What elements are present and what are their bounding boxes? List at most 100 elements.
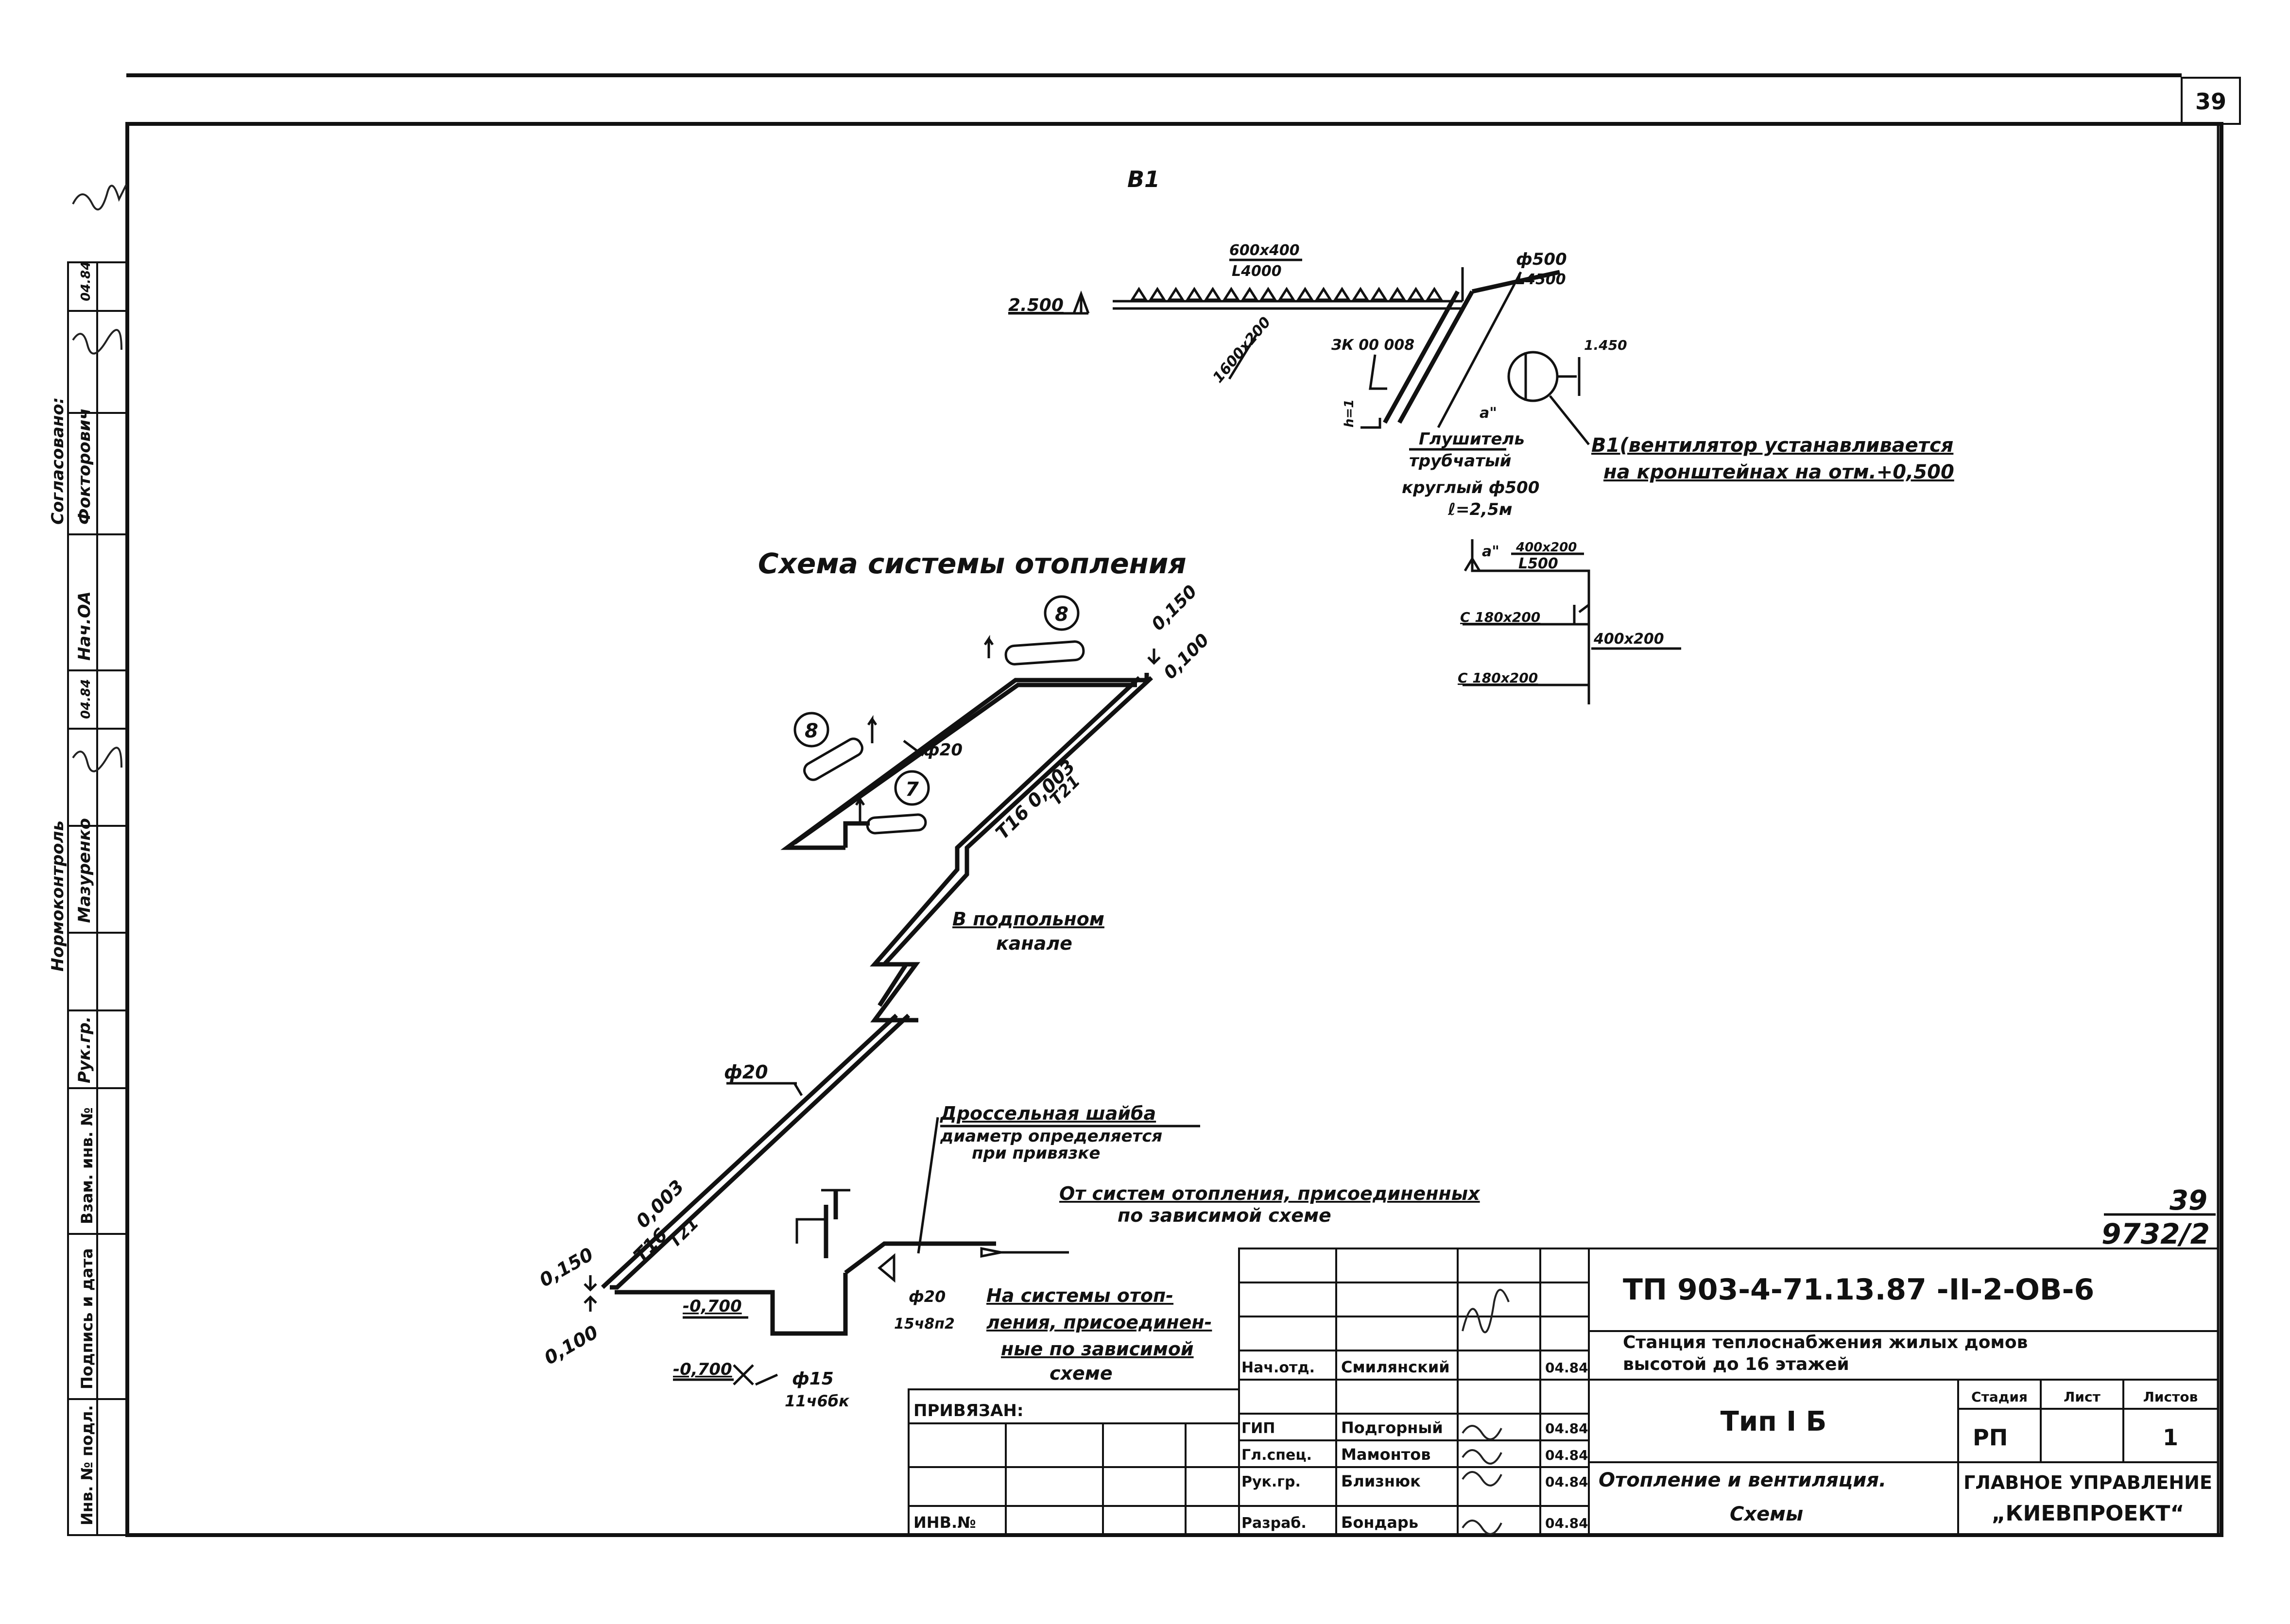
sheets-value: 1 (2163, 1424, 2178, 1451)
normcontrol-label: Нормоконтроль (48, 821, 68, 972)
valve2-code: 15ч8п2 (894, 1316, 955, 1333)
washer-line-3: при привязке (972, 1144, 1100, 1163)
riser-label-a: а" (1482, 543, 1499, 560)
org-line-1: ГЛАВНОЕ УПРАВЛЕНИЕ (1963, 1472, 2212, 1493)
grille-icon (1240, 287, 1259, 301)
grille-icon (1222, 287, 1240, 301)
field-vzam-inv: Взам. инв. № (78, 1107, 96, 1224)
radiator-3-label: 7 (905, 778, 919, 801)
staff-name: Подгорный (1341, 1419, 1443, 1437)
valve2-diameter: ф20 (909, 1287, 946, 1306)
radiator-8-top (1004, 640, 1085, 666)
org-line-2: „КИЕВПРОЕКТ“ (1992, 1501, 2185, 1526)
station-line-2: высотой до 16 этажей (1623, 1354, 1849, 1374)
vent-pipe-diameter: ф500 (1516, 250, 1567, 269)
elev-bottom-2: 0,100 (541, 1321, 602, 1369)
type-label: Тип I Б (1721, 1406, 1827, 1437)
vent-pipe-length: L4500 (1516, 271, 1566, 288)
grille-icon (1277, 287, 1296, 301)
description-1: Отопление и вентиляция. (1599, 1469, 1886, 1491)
staff-role: Рук.гр. (1241, 1473, 1301, 1490)
valve-icon (878, 1253, 895, 1283)
to-systems-3: ные по зависимой (1001, 1338, 1194, 1360)
upper-loop-b (793, 683, 1137, 845)
stamp-date-1: 04.84 (79, 261, 93, 301)
field-inv-podl: Инв. № подл. (78, 1405, 96, 1525)
upper-loop-a (780, 673, 1149, 850)
grille-icon (1130, 287, 1148, 301)
elev-700-b: -0,700 (673, 1360, 732, 1379)
from-systems-2: по зависимой схеме (1118, 1205, 1331, 1226)
fan-note-2: на кронштейнах на отм.+0,500 (1603, 461, 1954, 483)
staff-name: Бондарь (1341, 1513, 1418, 1532)
stamp-role-4: Фокторович (75, 408, 94, 525)
grille-icon (1314, 287, 1333, 301)
privyazan-label: ПРИВЯЗАН: (913, 1401, 1023, 1420)
archive-number-top: 39 (2169, 1185, 2207, 1216)
description-2: Схемы (1730, 1503, 1803, 1525)
stamp-role-2: Мазуренко (75, 818, 94, 923)
staff-role: Гл.спец. (1241, 1447, 1312, 1464)
staff-role: Разраб. (1241, 1515, 1307, 1532)
signature-razrab (1462, 1520, 1502, 1535)
stamp-role-1: Рук.гр. (75, 1016, 94, 1083)
staff-date: 04.84 (1545, 1420, 1588, 1436)
washer-line-2: диаметр определяется (940, 1127, 1162, 1146)
project-code: ТП 903-4-71.13.87 -II-2-ОВ-6 (1623, 1273, 2094, 1307)
elev-700-a: -0,700 (683, 1297, 742, 1316)
grille-icon (1296, 287, 1314, 301)
stage-value: РП (1973, 1424, 2008, 1451)
staff-name: Смилянский (1341, 1358, 1450, 1376)
field-signature-date: Подпись и дата (78, 1248, 96, 1389)
main-duct-length: L4000 (1232, 263, 1282, 280)
silencer-line-4: ℓ=2,5м (1447, 500, 1513, 519)
elevation-marker (1072, 290, 1090, 314)
silencer-line-1: Глушитель (1419, 429, 1525, 449)
inv-label: ИНВ.№ (913, 1513, 976, 1532)
elev-bottom-1: 0,150 (536, 1244, 597, 1291)
radiator-2-label: 8 (805, 720, 818, 742)
channel-line-2: канале (996, 933, 1072, 954)
staff-role: ГИП (1241, 1420, 1275, 1437)
riser-main-size: 400x200 (1593, 631, 1664, 648)
grille-icon (1407, 287, 1425, 301)
riser-length: L500 (1518, 555, 1558, 572)
to-systems-4: схеме (1050, 1363, 1113, 1384)
stage-header: Стадия (1971, 1389, 2028, 1405)
fan-icon (1507, 351, 1559, 402)
to-systems-1: На системы отоп- (986, 1285, 1173, 1306)
grille-icon (1351, 287, 1370, 301)
left-stamp: Согласовано: Нормоконтроль Рук.гр. Мазур… (48, 184, 128, 1536)
radiator-callout-8b (793, 712, 829, 748)
staff-name: Близнюк (1341, 1472, 1421, 1490)
heating-scheme: Схема системы отопления 8 8 7 0,150 0,10… (536, 547, 1481, 1410)
vent-elevation: 2.500 (1008, 295, 1064, 315)
grille-icon (1388, 287, 1407, 301)
upper-main (870, 676, 1154, 1023)
grille-icon (1259, 287, 1277, 301)
valve-code: 11ч6бк (785, 1392, 850, 1410)
channel-line-1: В подпольном (952, 908, 1104, 930)
signature-1 (72, 329, 122, 355)
vent-system-label: В1 (1127, 166, 1160, 192)
sheet-header: Лист (2064, 1389, 2101, 1405)
signature-gip (1462, 1425, 1502, 1440)
elev-top-1: 0,150 (1148, 581, 1201, 635)
drain-valve-icon (733, 1364, 754, 1385)
signature-gl-spec (1462, 1449, 1502, 1465)
from-systems-1: От систем отопления, присоединенных (1059, 1183, 1481, 1204)
radiator-1-label: 8 (1055, 603, 1068, 626)
radiator-callout-7 (894, 770, 930, 806)
lower-t21: Т21 (665, 1214, 703, 1251)
supply-grilles (1130, 287, 1444, 301)
grille-1: С 180x200 (1460, 609, 1540, 625)
stamp-role-3: Нач.ОА (75, 591, 94, 661)
staff-date: 04.84 (1545, 1515, 1588, 1531)
staff-date: 04.84 (1545, 1474, 1588, 1490)
branch-diameter: ф20 (923, 740, 963, 760)
diag-duct-size: 1600x200 (1209, 314, 1274, 386)
archive-number-bottom: 9732/2 (2101, 1217, 2210, 1250)
radiator-8-left (803, 737, 863, 781)
